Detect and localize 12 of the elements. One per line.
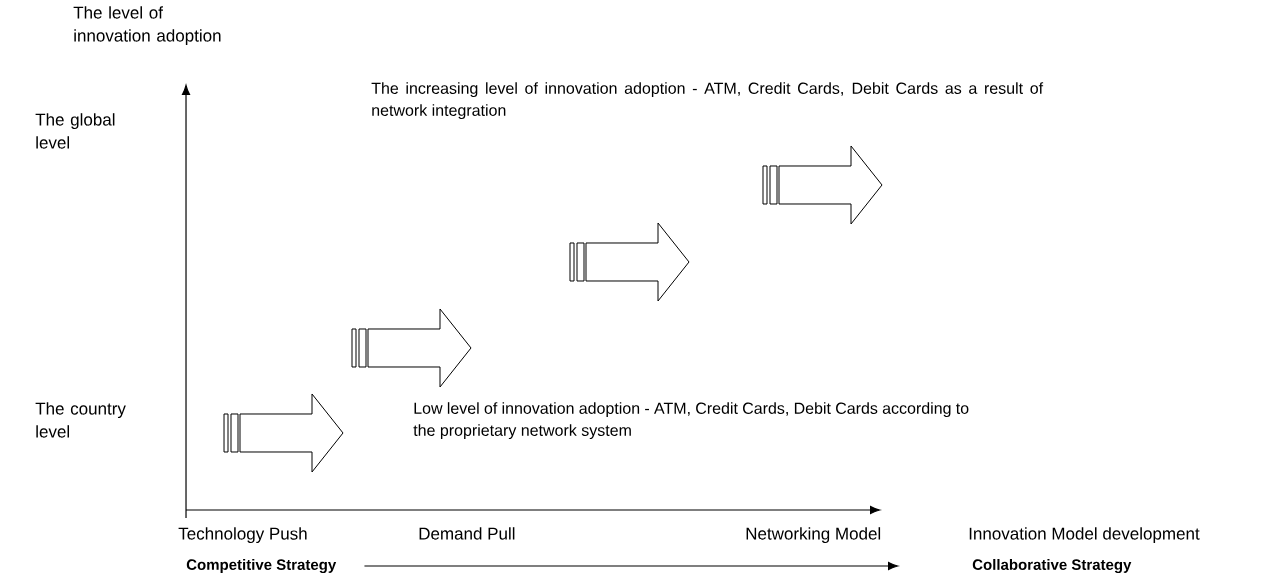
axis-label: The level of innovation adoption bbox=[73, 6, 221, 46]
note-text: The increasing level of innovation adoption - ATM, Credit Cards, Debit Cards as a result of network integration bbox=[371, 82, 1044, 120]
strategy-label: Competitive Strategy bbox=[186, 558, 337, 573]
note-text: Low level of innovation adoption - ATM, Credit Cards, Debit Cards according to the proprietary network system bbox=[413, 402, 969, 440]
axis-label: Technology Push bbox=[178, 527, 307, 544]
axis-label: The global level bbox=[35, 113, 115, 149]
arrow bbox=[363, 561, 899, 571]
strategy-label: Collaborative Strategy bbox=[972, 558, 1132, 573]
axis-label: Networking Model bbox=[746, 527, 881, 544]
axis-label: Innovation Model development bbox=[969, 527, 1200, 544]
axis-label: The country level bbox=[35, 402, 126, 438]
axis-label: Demand Pull bbox=[419, 527, 515, 540]
